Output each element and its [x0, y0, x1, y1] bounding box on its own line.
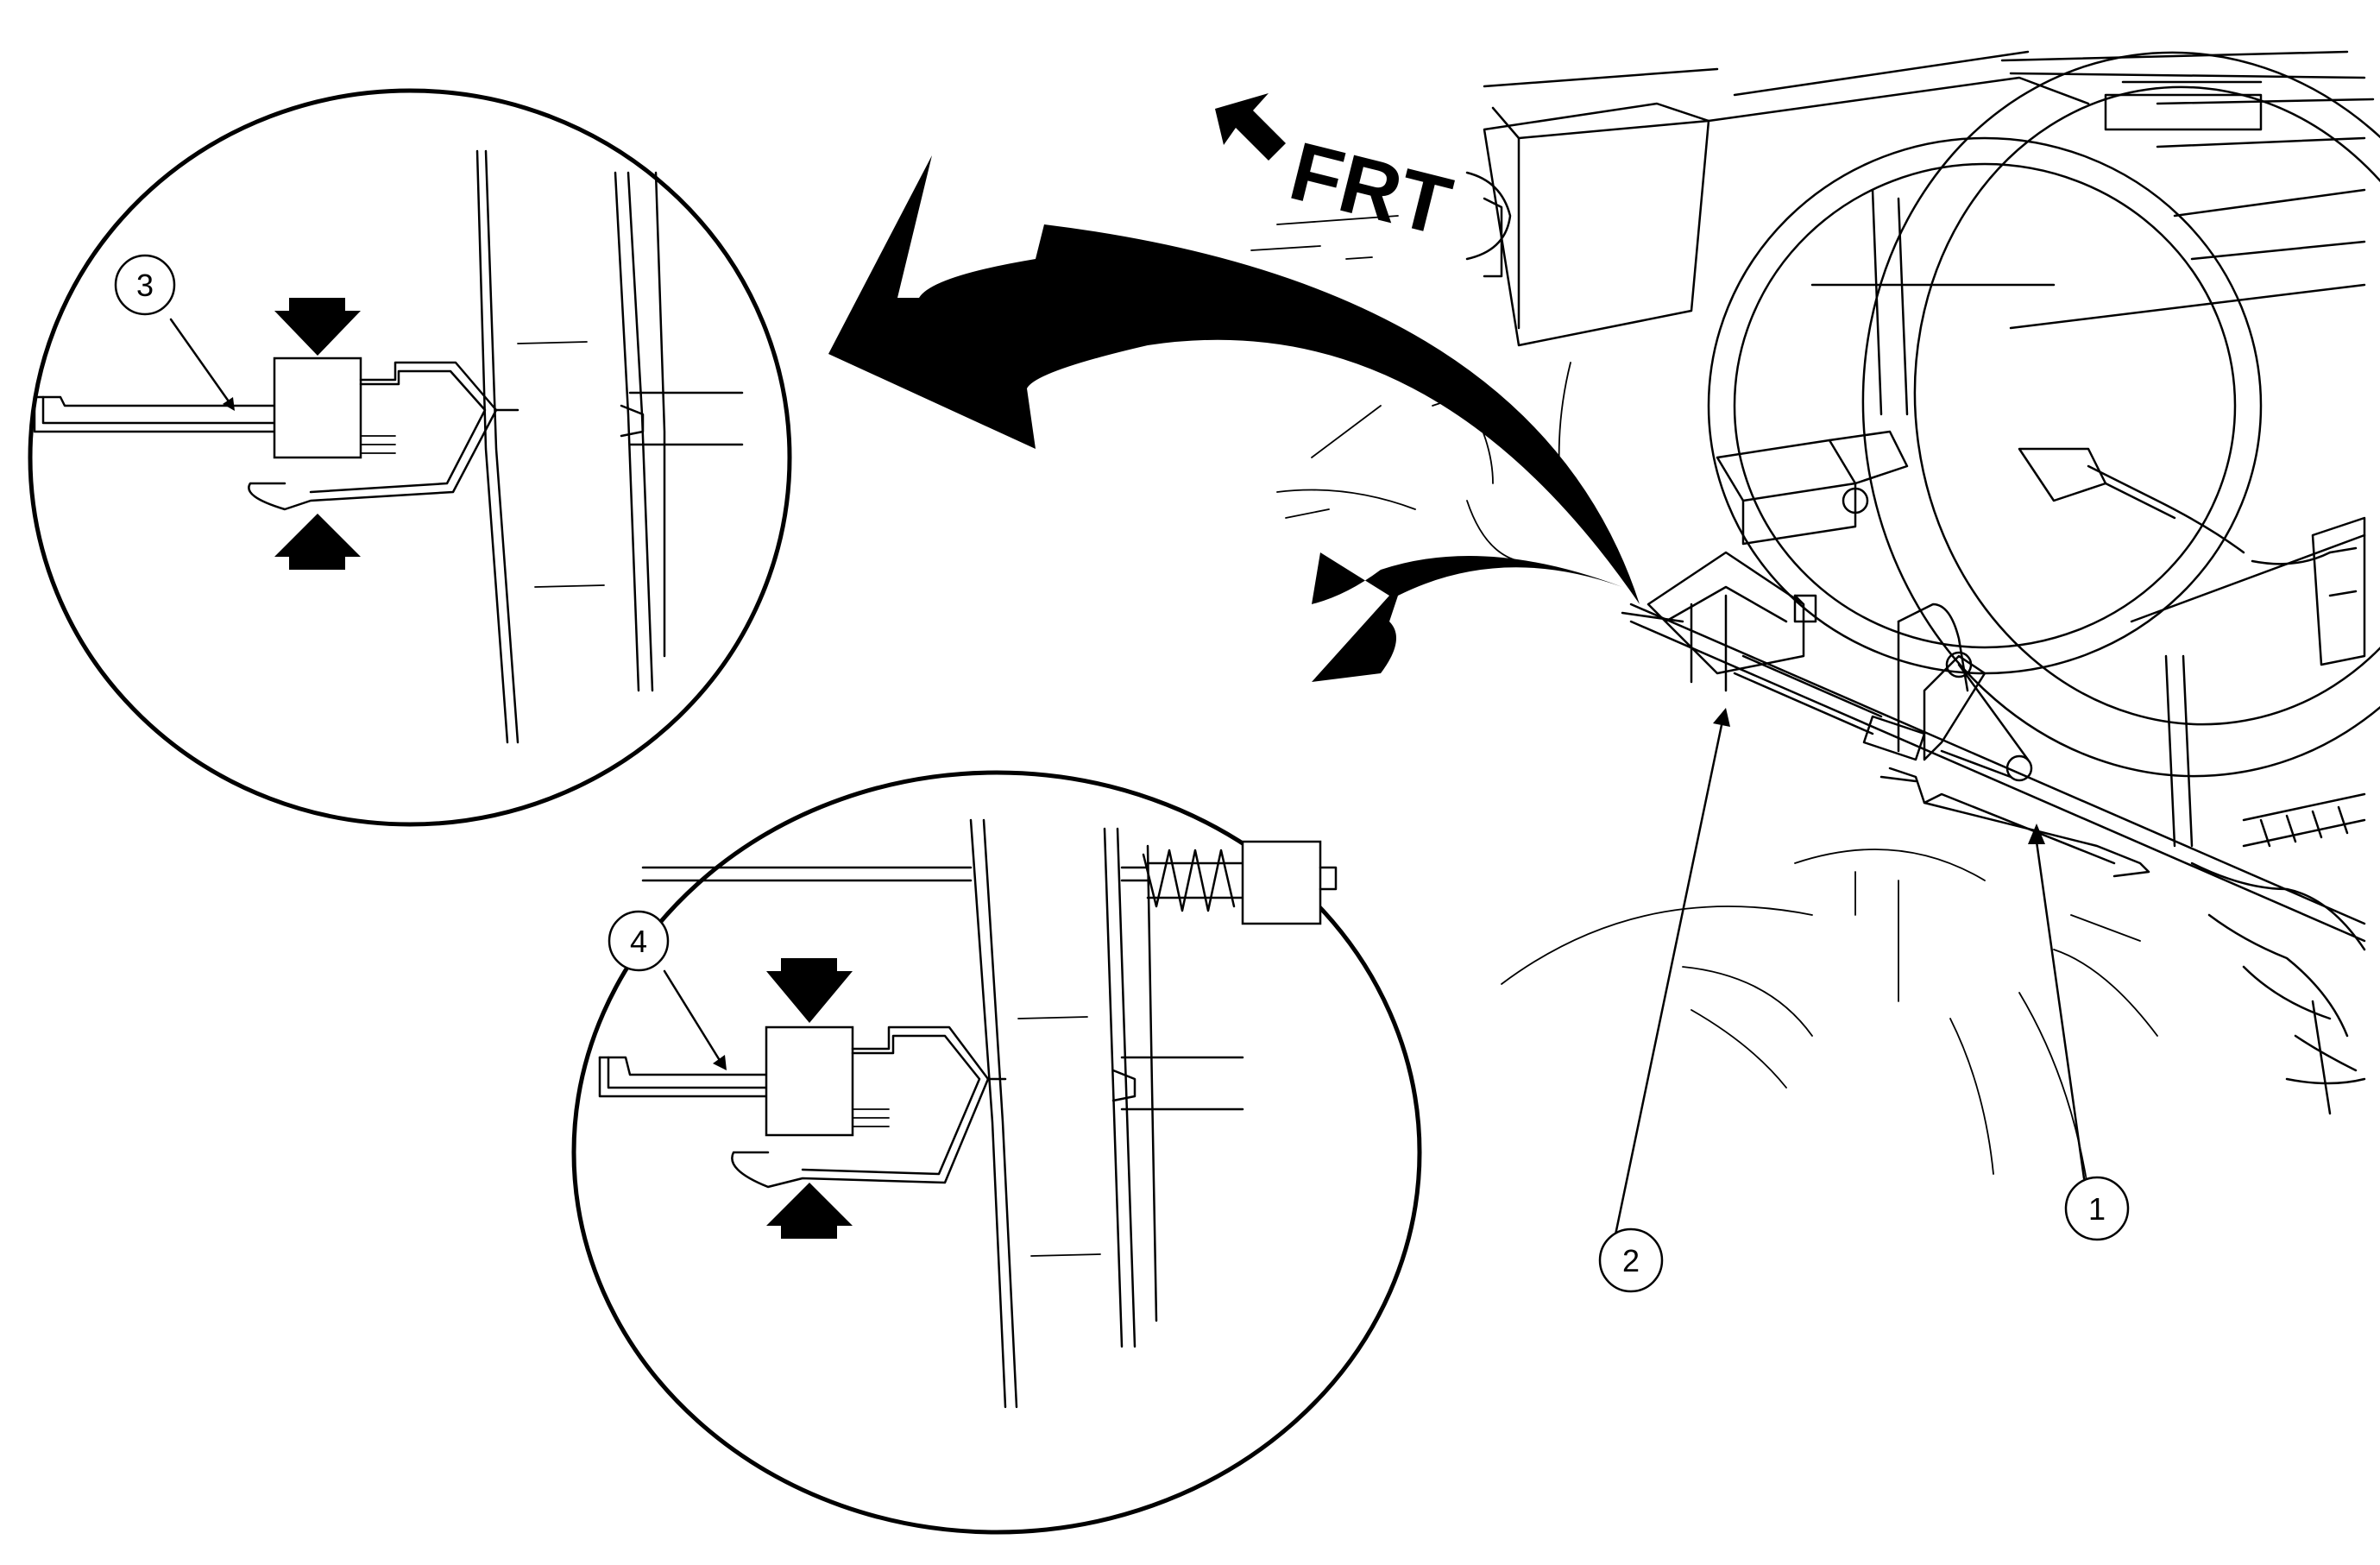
squeeze-down-arrow-icon-lower: [766, 958, 853, 1023]
callout-3-label: 3: [136, 268, 154, 303]
callout-2-label: 2: [1622, 1243, 1640, 1278]
lower-detail-arrow-icon: [1312, 552, 1622, 682]
detail-view-lower: 4: [571, 770, 1422, 1535]
leader-arrow-2-icon: [1713, 708, 1730, 727]
upper-detail-arrow-icon: [828, 155, 1640, 604]
callout-1-circle: [2064, 1176, 2130, 1241]
detail-view-upper: 3: [28, 88, 792, 827]
callout-1-label: 1: [2088, 1191, 2106, 1227]
squeeze-down-arrow-icon: [274, 298, 361, 356]
callout-2: 2: [1598, 1227, 1664, 1293]
callout-1: 1: [2064, 1176, 2130, 1241]
callout-4-label: 4: [630, 924, 647, 959]
front-arrow-icon: [1215, 93, 1286, 161]
callout-leaders: [1612, 708, 2086, 1245]
callout-4-circle: [608, 910, 670, 972]
squeeze-up-arrow-icon-lower: [766, 1183, 853, 1239]
frt-label: FRT: [1281, 125, 1460, 254]
dashboard-line-art: [1250, 50, 2380, 1192]
callout-3-circle: [114, 254, 176, 316]
front-direction-indicator: FRT: [1215, 93, 1460, 254]
detail-view-arrows: [828, 155, 1640, 682]
squeeze-up-arrow-icon: [274, 514, 361, 570]
callout-2-circle: [1598, 1227, 1664, 1293]
leader-arrow-1-icon: [2028, 824, 2045, 844]
